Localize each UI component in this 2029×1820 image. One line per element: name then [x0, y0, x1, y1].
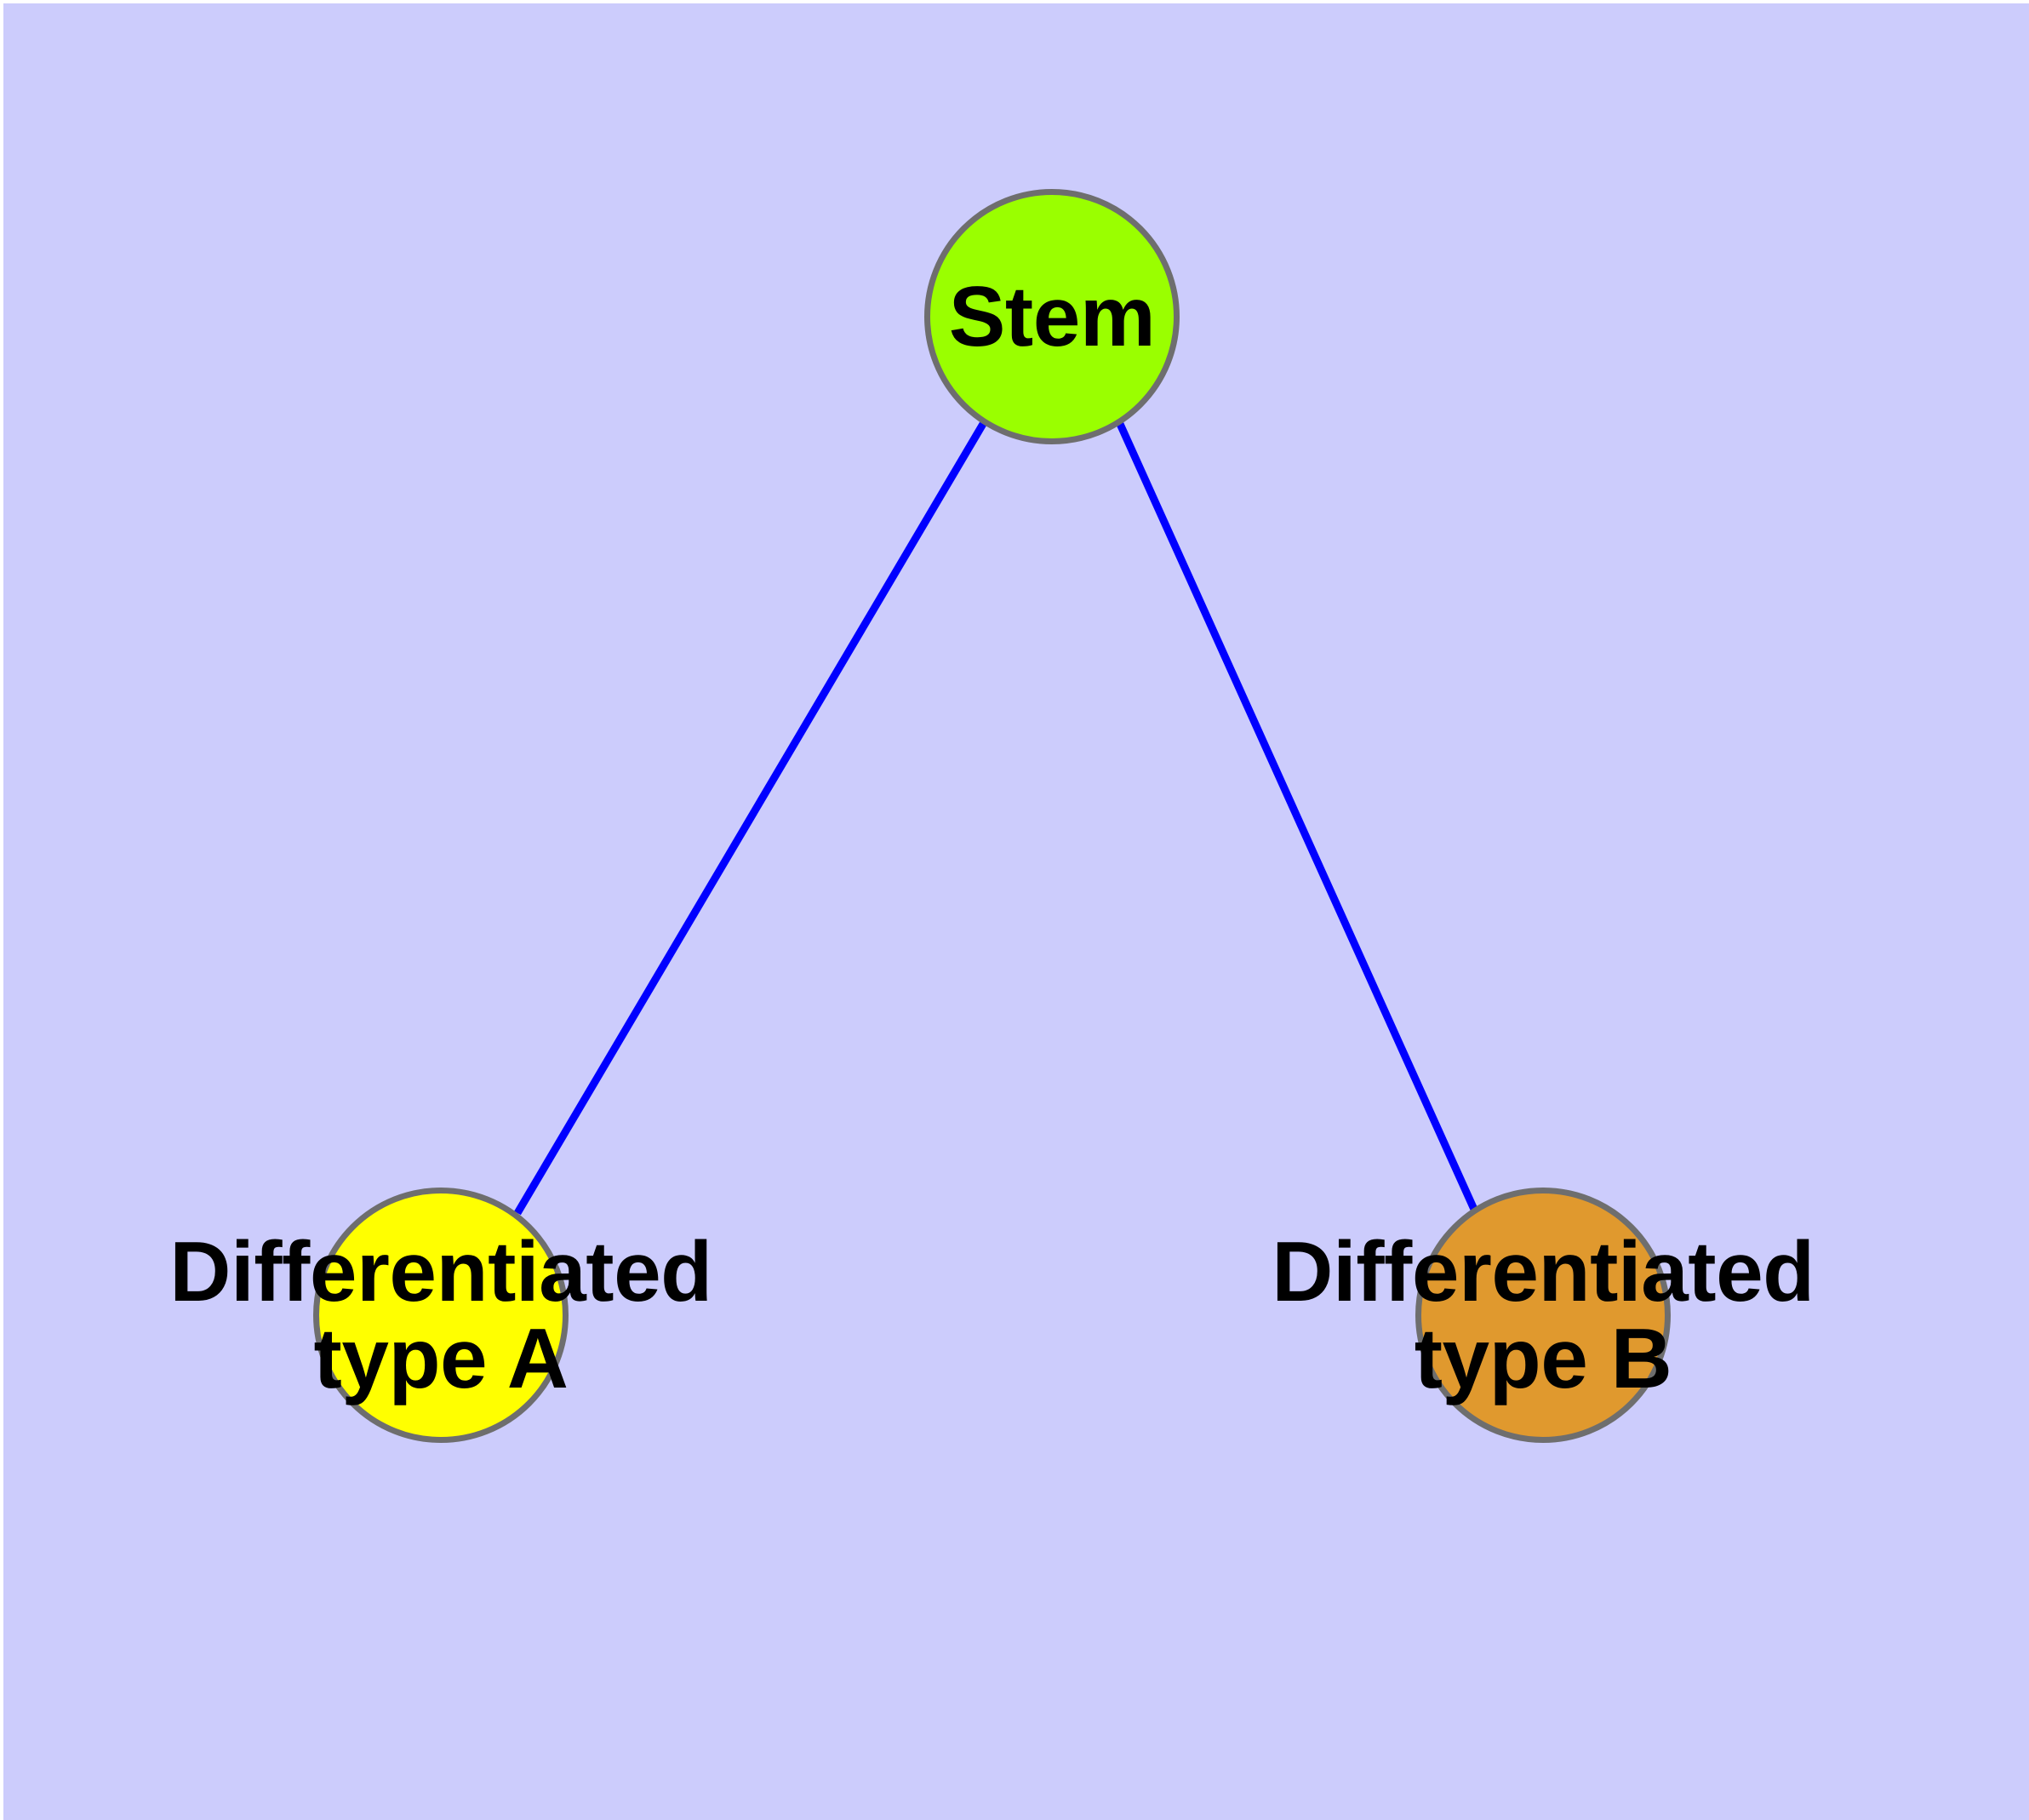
edge-stem-to-differentiated-type-a — [514, 421, 986, 1216]
edge-stem-to-differentiated-type-b — [1116, 422, 1480, 1215]
node-stem-circle[interactable] — [924, 189, 1180, 444]
node-differentiated-type-b-circle[interactable] — [1415, 1188, 1671, 1443]
node-differentiated-type-a-circle[interactable] — [313, 1188, 569, 1443]
